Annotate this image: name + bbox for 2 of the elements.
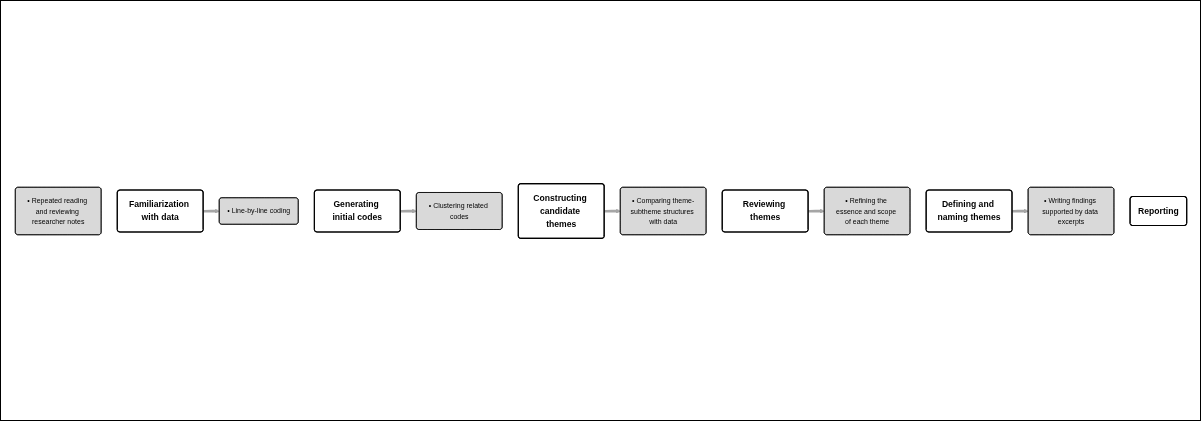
arrow bbox=[807, 208, 825, 213]
arrow bbox=[399, 208, 417, 213]
